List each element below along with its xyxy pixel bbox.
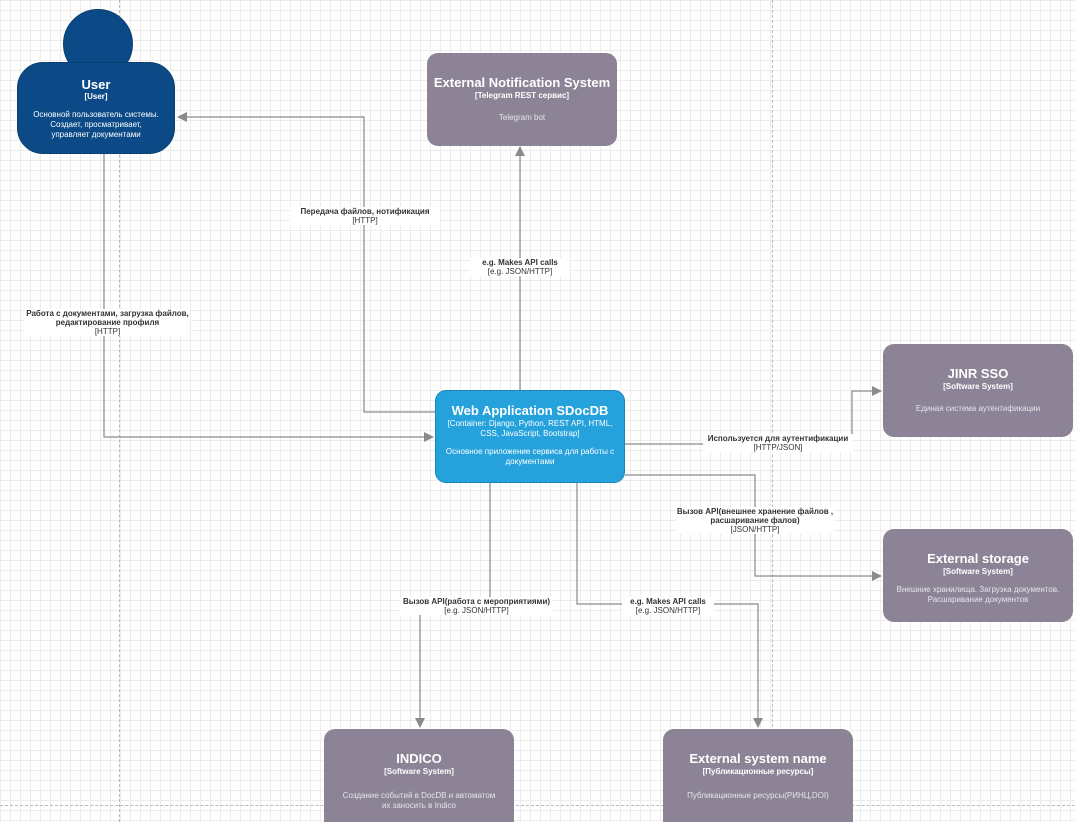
edge-label-text: Работа с документами, загрузка файлов, р… <box>26 309 189 327</box>
webapp-type: [Container: Django, Python, REST API, HT… <box>447 419 613 438</box>
notification-system-description: Telegram bot <box>498 113 546 122</box>
edge-label-protocol: [HTTP] <box>94 327 121 336</box>
user-body: User [User] Основной пользователь систем… <box>17 62 175 154</box>
edge-label-web-to-notification: e.g. Makes API calls [e.g. JSON/HTTP] <box>470 258 570 276</box>
edge-label-protocol: [JSON/HTTP] <box>730 525 780 534</box>
external-storage-description: Внешние хранилища. Загрузка документов. … <box>896 585 1060 604</box>
jinr-sso-type: [Software System] <box>943 382 1013 391</box>
jinr-sso-name: JINR SSO <box>947 366 1009 381</box>
edge-label-protocol: [e.g. JSON/HTTP] <box>444 606 509 615</box>
page-guide-bottom <box>0 805 1075 806</box>
external-storage-box[interactable]: External storage [Software System] Внешн… <box>883 529 1073 622</box>
edge-label-web-to-external: e.g. Makes API calls [e.g. JSON/HTTP] <box>622 597 714 615</box>
edge-label-text: Вызов API(работа с мероприятиями) <box>402 597 551 606</box>
user-description: Основной пользователь системы. Создает, … <box>33 110 159 139</box>
indico-type: [Software System] <box>384 767 454 776</box>
external-storage-type: [Software System] <box>943 567 1013 576</box>
edge-label-web-to-storage: Вызов API(внешнее хранение файлов , расш… <box>676 507 834 534</box>
notification-system-box[interactable]: External Notification System [Telegram R… <box>427 53 617 146</box>
edge-label-text: Передача файлов, нотификация <box>300 207 430 216</box>
edge-label-protocol: [HTTP/JSON] <box>753 443 803 452</box>
edge-label-protocol: [e.g. JSON/HTTP] <box>487 267 553 276</box>
edge-label-web-to-indico: Вызов API(работа с мероприятиями) [e.g. … <box>400 597 553 615</box>
notification-system-type: [Telegram REST сервис] <box>474 91 570 100</box>
edge-web-to-user[interactable] <box>177 112 435 413</box>
edge-label-protocol: [HTTP] <box>352 216 378 225</box>
edge-label-text: Вызов API(внешнее хранение файлов , расш… <box>676 507 834 525</box>
notification-system-name: External Notification System <box>433 75 611 90</box>
external-system-box[interactable]: External system name [Публикационные рес… <box>663 729 853 822</box>
external-system-description: Публикационные ресурсы(РИНЦ,DOI) <box>687 791 829 800</box>
page-guide-right <box>772 0 773 822</box>
edge-label-protocol: [e.g. JSON/HTTP] <box>635 606 701 615</box>
edge-label-text: e.g. Makes API calls <box>482 258 558 267</box>
edge-label-web-to-user: Передача файлов, нотификация [HTTP] <box>290 207 440 225</box>
edge-user-to-web[interactable] <box>103 154 434 442</box>
user-type: [User] <box>84 92 108 101</box>
page-guide-left <box>119 0 120 822</box>
external-system-name: External system name <box>689 751 827 766</box>
user-name: User <box>81 77 111 92</box>
indico-name: INDICO <box>396 751 442 766</box>
jinr-sso-box[interactable]: JINR SSO [Software System] Единая систем… <box>883 344 1073 437</box>
webapp-description: Основное приложение сервиса для работы с… <box>445 447 615 466</box>
webapp-container-box[interactable]: Web Application SDocDB [Container: Djang… <box>435 390 625 483</box>
edge-label-text: e.g. Makes API calls <box>630 597 706 606</box>
edge-label-web-to-sso: Используется для аутентификации [HTTP/JS… <box>703 434 853 452</box>
external-system-type: [Публикационные ресурсы] <box>702 767 814 776</box>
edge-label-user-to-web: Работа с документами, загрузка файлов, р… <box>25 309 190 336</box>
jinr-sso-description: Единая система аутентификации <box>915 404 1041 413</box>
webapp-name: Web Application SDocDB <box>451 403 609 418</box>
edge-label-text: Используется для аутентификации <box>707 434 849 443</box>
external-storage-name: External storage <box>927 551 1029 566</box>
indico-description: Создание событий в DocDB и автоматом их … <box>342 791 496 810</box>
indico-box[interactable]: INDICO [Software System] Создание событи… <box>324 729 514 822</box>
